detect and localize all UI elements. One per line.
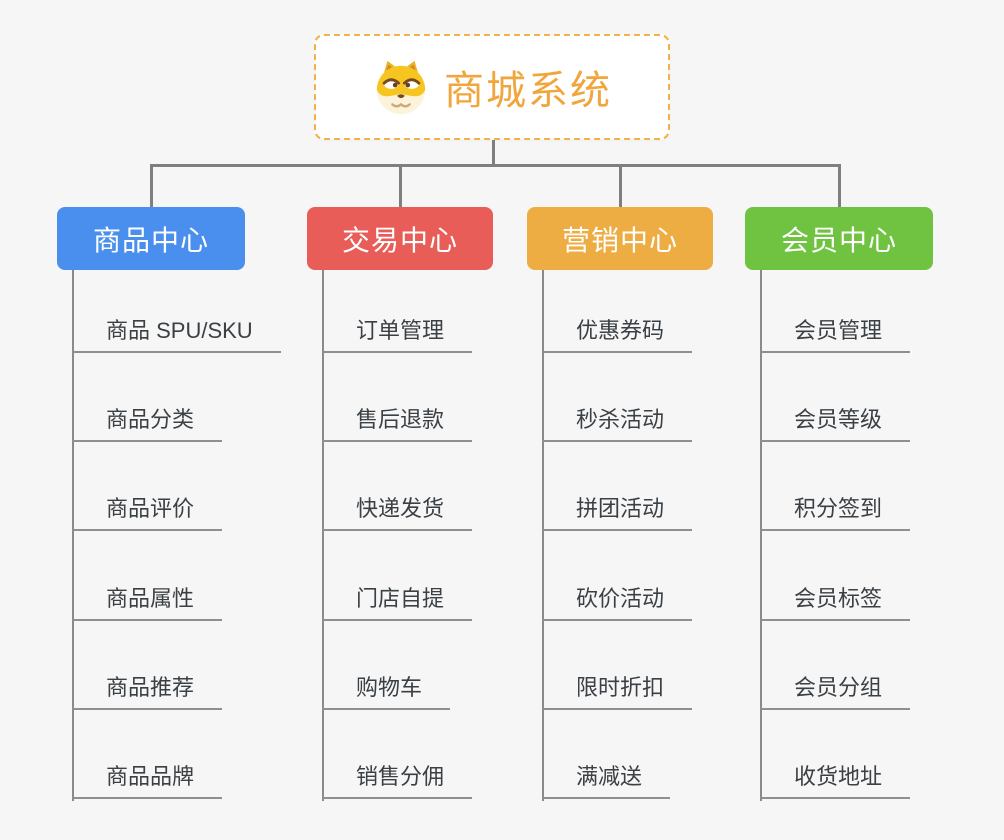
connector-leaf-stem [322, 270, 324, 801]
branch-node[interactable]: 营销中心 [527, 207, 713, 270]
leaf-node[interactable]: 拼团活动 [542, 495, 693, 531]
leaf-node[interactable]: 会员标签 [760, 585, 911, 621]
branch-node[interactable]: 会员中心 [745, 207, 933, 270]
branch-node[interactable]: 交易中心 [307, 207, 493, 270]
leaf-node[interactable]: 商品推荐 [72, 674, 223, 710]
connector-branch-drop [837, 164, 841, 207]
leaf-node[interactable]: 订单管理 [322, 317, 473, 353]
leaf-node[interactable]: 限时折扣 [542, 674, 693, 710]
connector-leaf-stem [72, 270, 74, 801]
leaf-node[interactable]: 商品属性 [72, 585, 223, 621]
root-title: 商城系统 [444, 69, 612, 113]
leaf-node[interactable]: 商品评价 [72, 495, 223, 531]
root-node[interactable]: 商城系统 [314, 34, 670, 140]
leaf-node[interactable]: 商品 SPU/SKU [72, 317, 281, 353]
leaf-node[interactable]: 商品分类 [72, 406, 223, 442]
connector-root-drop [492, 140, 495, 167]
connector-leaf-stem [760, 270, 762, 801]
leaf-node[interactable]: 购物车 [322, 674, 451, 710]
connector-branch-drop [618, 164, 622, 207]
leaf-node[interactable]: 销售分佣 [322, 763, 473, 799]
connector-rail [150, 164, 841, 167]
branch-node[interactable]: 商品中心 [57, 207, 245, 270]
leaf-node[interactable]: 满减送 [542, 763, 671, 799]
leaf-node[interactable]: 会员分组 [760, 674, 911, 710]
leaf-node[interactable]: 积分签到 [760, 495, 911, 531]
connector-branch-drop [398, 164, 402, 207]
leaf-node[interactable]: 会员等级 [760, 406, 911, 442]
leaf-node[interactable]: 秒杀活动 [542, 406, 693, 442]
connector-leaf-stem [542, 270, 544, 801]
connector-branch-drop [149, 164, 153, 207]
leaf-node[interactable]: 商品品牌 [72, 763, 223, 799]
leaf-node[interactable]: 会员管理 [760, 317, 911, 353]
doge-icon [376, 60, 426, 115]
leaf-node[interactable]: 售后退款 [322, 406, 473, 442]
leaf-node[interactable]: 门店自提 [322, 585, 473, 621]
leaf-node[interactable]: 收货地址 [760, 763, 911, 799]
leaf-node[interactable]: 砍价活动 [542, 585, 693, 621]
leaf-node[interactable]: 快递发货 [322, 495, 473, 531]
leaf-node[interactable]: 优惠券码 [542, 317, 693, 353]
